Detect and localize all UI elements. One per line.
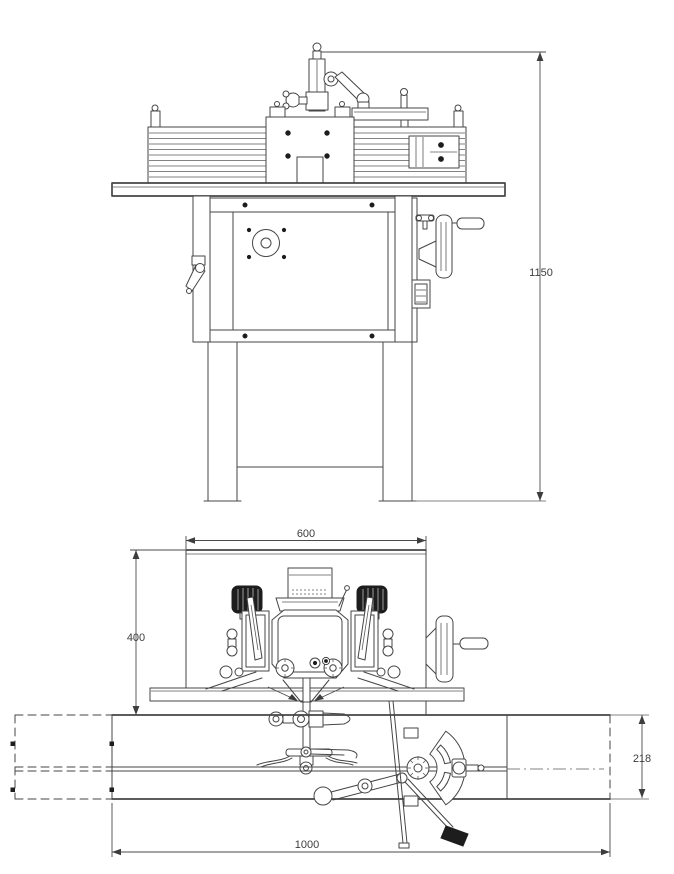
handwheel-plan: [425, 615, 489, 683]
mitre-slot-lower: [436, 771, 451, 792]
hold-down-arm-plan: [300, 746, 358, 759]
left-leg: [207, 341, 238, 502]
height-handwheel-front: [411, 214, 485, 309]
dim-label-length: 1000: [295, 839, 319, 851]
crank-handle-plan: [459, 637, 489, 650]
fence-front: [147, 101, 467, 184]
dim-plan-width: 600: [185, 528, 427, 549]
guide-rod: [388, 700, 410, 849]
front-view: 1150: [111, 42, 553, 502]
dim-label-width: 600: [297, 528, 315, 540]
guard-post-assembly: [282, 42, 429, 185]
dim-beam-depth: 218: [633, 715, 651, 798]
table-top: [111, 182, 506, 197]
dim-label-depth: 400: [127, 632, 145, 644]
handwheel-rim-plan: [435, 615, 454, 683]
fence-plan: [219, 567, 401, 775]
cabinet-door: [232, 211, 389, 331]
mitre-lock-lever: [313, 772, 408, 806]
shaft-clamp: [268, 710, 351, 728]
cabinet-bottom-rail: [209, 329, 396, 343]
mitre-star-knob: [406, 756, 430, 780]
beam-hidden-extension: [14, 714, 113, 800]
dim-beam-length: 1000: [111, 803, 611, 857]
dim-label-height: 1150: [529, 267, 553, 279]
stop-rod: [404, 778, 469, 847]
mitre-slot-upper: [436, 744, 451, 765]
wing-screw-right: [382, 628, 394, 640]
handwheel-hub-plan: [425, 627, 437, 675]
wing-screw-left: [226, 628, 238, 640]
dim-plan-depth: 400: [127, 549, 186, 715]
right-leg: [382, 341, 413, 502]
handwheel-hub: [418, 240, 437, 268]
guard-beam: [351, 107, 429, 121]
handwheel: [435, 214, 453, 279]
motor-housing: [287, 567, 333, 599]
crank-handle: [456, 217, 485, 230]
legs: [203, 341, 546, 502]
dim-label-beam-depth: 218: [633, 753, 651, 765]
spindle-access-plate: [252, 229, 280, 257]
plan-view: 600 400 1000 218: [10, 528, 651, 857]
post-cap-knob: [312, 42, 322, 52]
mitre-gauge: [300, 700, 485, 849]
fence-plate: [275, 597, 345, 612]
star-knob-left: [275, 658, 295, 678]
side-rail: [411, 197, 418, 343]
table-plan: [149, 549, 465, 716]
spindle-throat: [296, 156, 324, 184]
cabinet-top-rail: [209, 197, 396, 213]
cabinet: [185, 195, 418, 343]
table-front: [111, 182, 506, 197]
cabinet-right-pillar: [394, 195, 413, 343]
dim-overall-height: 1150: [321, 51, 553, 501]
post-bracket: [305, 91, 329, 111]
